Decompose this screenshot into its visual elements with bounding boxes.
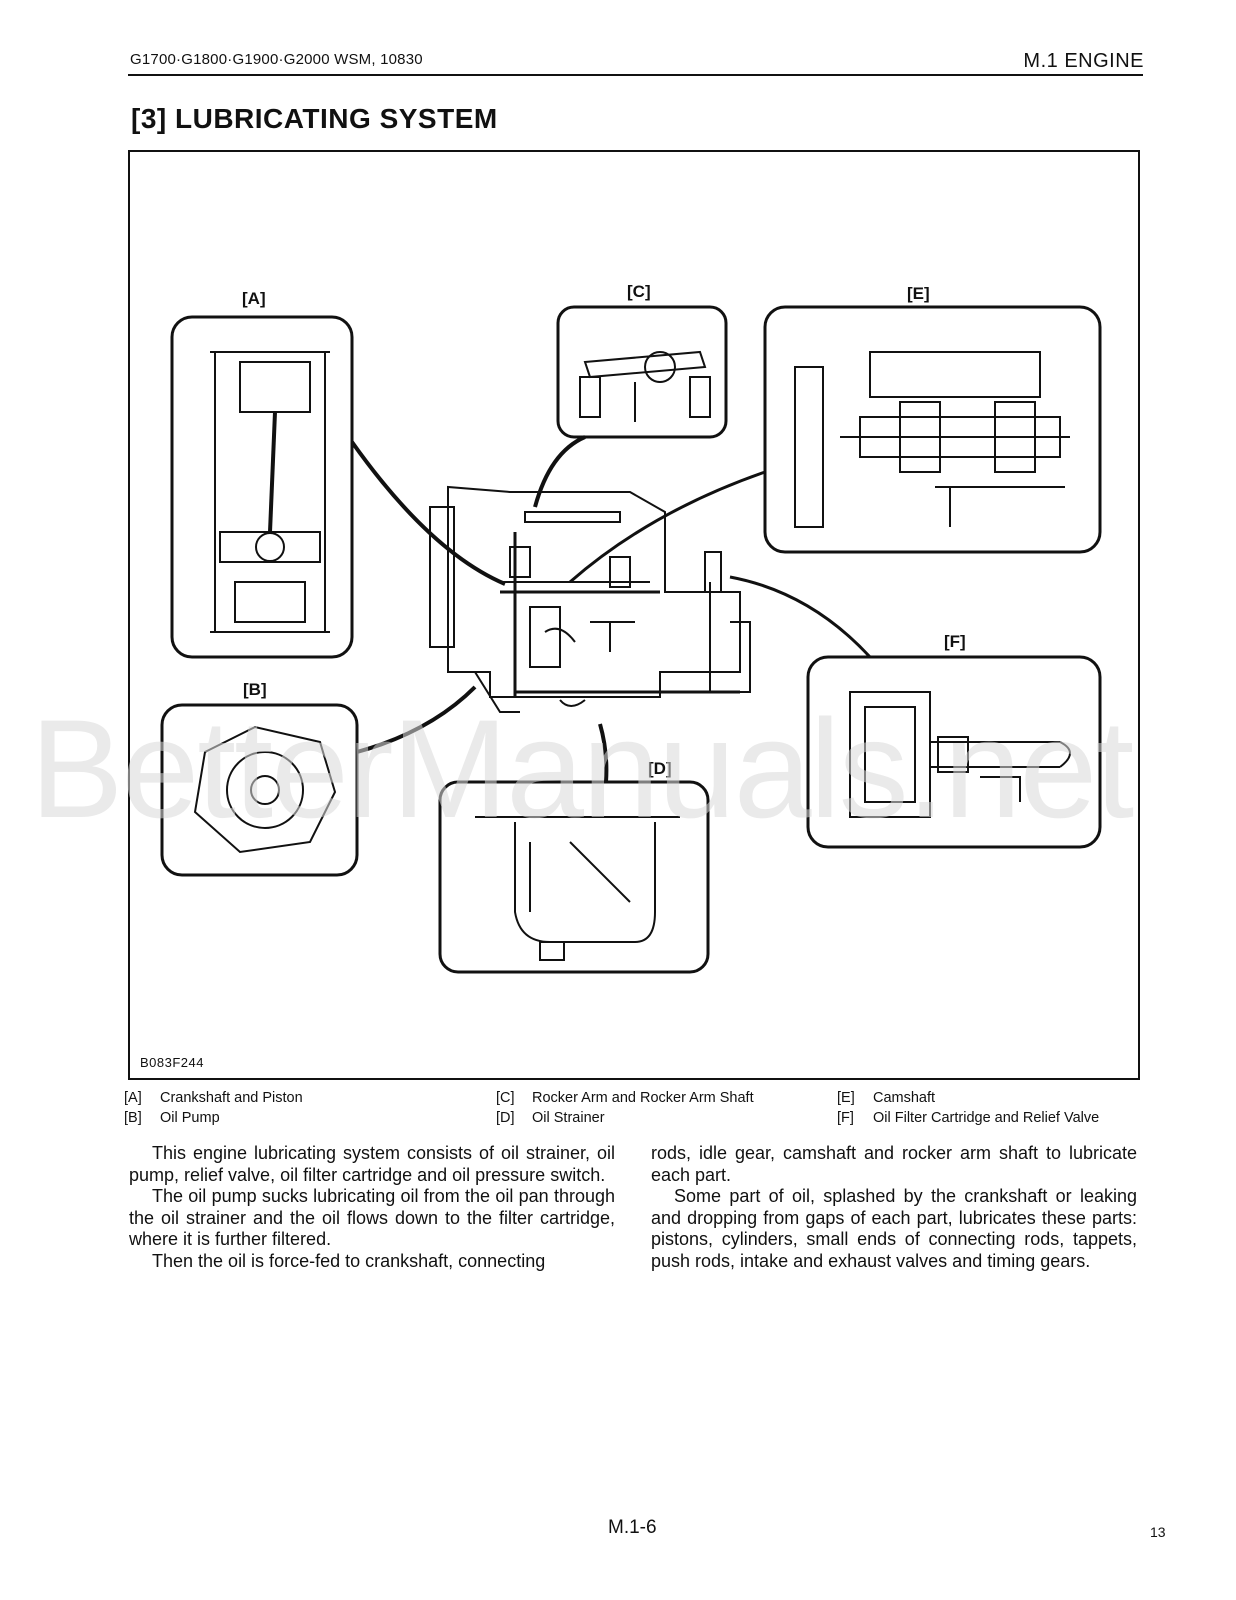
callout-f: [F] xyxy=(944,632,966,651)
caption-item: [D] Oil Strainer xyxy=(496,1108,754,1128)
panel-camshaft xyxy=(763,305,1102,554)
body-paragraph-3-continued: rods, idle gear, camshaft and rocker arm… xyxy=(651,1143,1137,1185)
caption-text: Crankshaft and Piston xyxy=(160,1090,303,1106)
caption-item: [A] Crankshaft and Piston xyxy=(124,1088,303,1108)
captions-col-1: [A] Crankshaft and Piston [B] Oil Pump xyxy=(124,1088,303,1128)
header-model-line: G1700·G1800·G1900·G2000 WSM, 10830 xyxy=(130,51,423,68)
watermark: BetterManuals.net xyxy=(30,690,1134,847)
callout-c: [C] xyxy=(627,282,651,301)
body-paragraph-1: This engine lubricating system consists … xyxy=(129,1143,615,1185)
caption-key: [C] xyxy=(496,1090,515,1106)
footer-page-number: 13 xyxy=(1150,1524,1166,1540)
caption-key: [E] xyxy=(837,1090,855,1106)
figure-code: B083F244 xyxy=(140,1055,204,1070)
body-paragraph-3: Then the oil is force-fed to crankshaft,… xyxy=(152,1250,546,1271)
connector-d xyxy=(598,723,609,783)
caption-key: [A] xyxy=(124,1090,142,1106)
section-title: [3] LUBRICATING SYSTEM xyxy=(131,103,498,134)
caption-key: [B] xyxy=(124,1110,142,1126)
caption-text: Camshaft xyxy=(873,1090,936,1106)
oil-strainer-sketch xyxy=(475,816,680,961)
header-rule xyxy=(128,74,1143,76)
captions-col-2: [C] Rocker Arm and Rocker Arm Shaft [D] … xyxy=(496,1088,754,1128)
caption-item: [B] Oil Pump xyxy=(124,1108,303,1128)
callout-d: [D] xyxy=(648,759,672,778)
connector-b xyxy=(356,685,477,754)
connector-a xyxy=(350,440,506,586)
connector-f xyxy=(729,575,872,659)
body-column-left: This engine lubricating system consists … xyxy=(129,1143,615,1272)
lubrication-diagram: [A] [B] [C] [D] [E] [F] B083F244 xyxy=(128,150,1140,1080)
caption-text: Oil Strainer xyxy=(532,1110,605,1126)
panel-oil-filter xyxy=(806,655,1102,849)
panel-rocker-arm xyxy=(556,305,728,439)
caption-item: [E] Camshaft xyxy=(837,1088,1099,1108)
body-paragraph-4: Some part of oil, splashed by the cranks… xyxy=(651,1186,1137,1271)
engine-schematic xyxy=(429,485,751,713)
callout-b: [B] xyxy=(243,680,267,699)
body-column-right: rods, idle gear, camshaft and rocker arm… xyxy=(651,1143,1137,1272)
caption-item: [C] Rocker Arm and Rocker Arm Shaft xyxy=(496,1088,754,1108)
oil-filter-sketch xyxy=(849,691,1071,818)
caption-item: [F] Oil Filter Cartridge and Relief Valv… xyxy=(837,1108,1099,1128)
panel-oil-strainer xyxy=(438,780,710,974)
caption-key: [F] xyxy=(837,1110,854,1126)
crankshaft-piston-sketch xyxy=(210,351,330,633)
oil-pump-sketch xyxy=(193,725,337,854)
connector-c xyxy=(533,435,586,508)
caption-text: Oil Filter Cartridge and Relief Valve xyxy=(873,1110,1100,1126)
caption-key: [D] xyxy=(496,1110,515,1126)
header-section: M.1 ENGINE xyxy=(1023,50,1144,72)
footer-page-code: M.1-6 xyxy=(608,1517,657,1538)
rocker-arm-sketch xyxy=(579,350,711,422)
caption-text: Oil Pump xyxy=(160,1110,220,1126)
connector-e xyxy=(569,470,766,584)
captions-col-3: [E] Camshaft [F] Oil Filter Cartridge an… xyxy=(837,1088,1099,1128)
callout-a: [A] xyxy=(242,289,266,308)
camshaft-sketch xyxy=(794,351,1070,528)
callout-e: [E] xyxy=(907,284,930,303)
panel-crankshaft-piston xyxy=(170,315,354,659)
body-paragraph-2: The oil pump sucks lubricating oil from … xyxy=(129,1186,615,1249)
panel-oil-pump xyxy=(160,703,359,877)
caption-text: Rocker Arm and Rocker Arm Shaft xyxy=(532,1090,754,1106)
diagram-artwork xyxy=(160,305,1102,974)
